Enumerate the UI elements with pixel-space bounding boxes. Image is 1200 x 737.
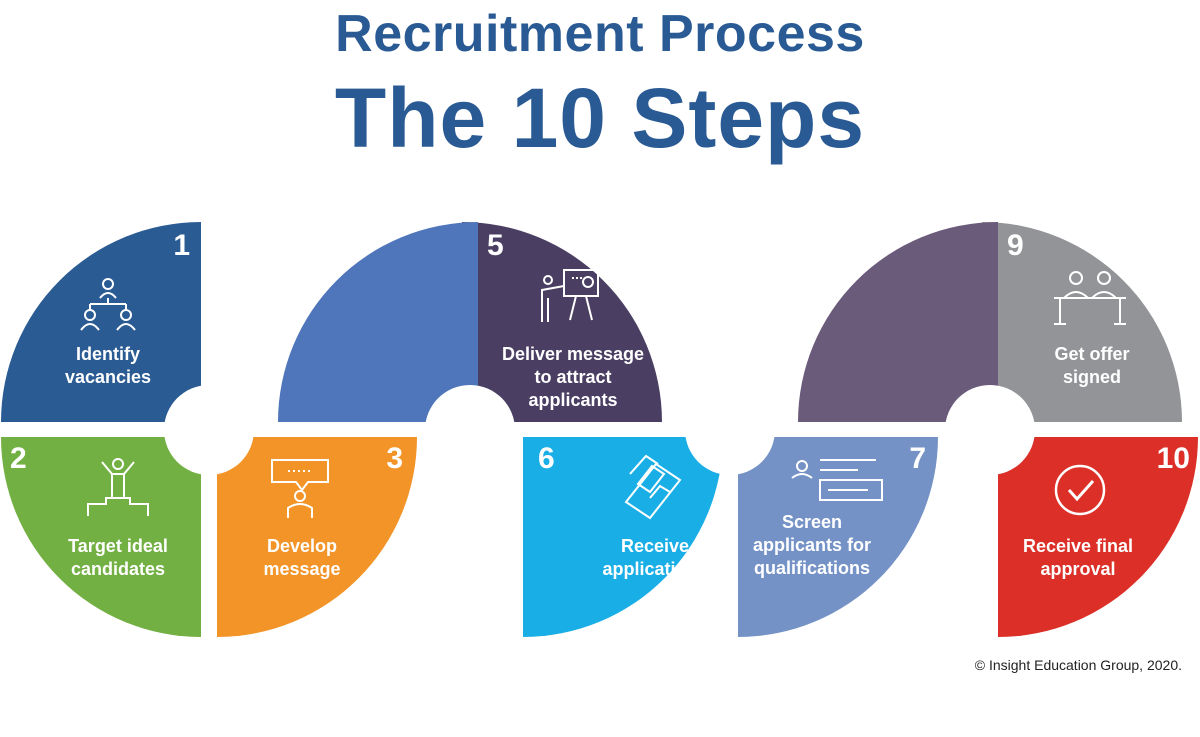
step-5-label-line: applicants xyxy=(528,390,617,410)
step-5-label-line: Deliver message xyxy=(502,344,644,364)
step-2-shape xyxy=(1,437,201,637)
step-9-number: 9 xyxy=(1007,229,1024,262)
laptop-documents-icon xyxy=(624,454,682,520)
step-1-label-line: Identify xyxy=(76,344,140,364)
step-10-shape xyxy=(998,437,1198,637)
title-line-1: Recruitment Process xyxy=(335,5,865,63)
step-10-label-line: approval xyxy=(1040,559,1115,579)
hub-cutout xyxy=(685,385,775,475)
speech-bubble-person-icon xyxy=(271,459,329,518)
step-2-label-line: candidates xyxy=(71,559,165,579)
step-7-number: 7 xyxy=(909,442,926,475)
step-3-number: 3 xyxy=(386,442,403,475)
step-1-shape xyxy=(1,222,201,422)
step-2-number: 2 xyxy=(10,442,27,475)
hub-cutout xyxy=(425,385,515,475)
step-1-label-line: vacancies xyxy=(65,367,151,387)
step-7-shape xyxy=(738,437,938,637)
step-5-shape xyxy=(278,222,478,422)
step-10-number: 10 xyxy=(1157,442,1190,475)
step-7-label-line: applicants for xyxy=(753,535,871,555)
step-5-label-line: to attract xyxy=(534,367,611,387)
step-6-label-line: applications xyxy=(602,559,707,579)
step-5-number: 5 xyxy=(487,229,504,262)
profile-form-icon xyxy=(791,459,883,501)
copyright-notice: © Insight Education Group, 2020. xyxy=(974,657,1182,673)
org-chart-icon xyxy=(80,278,136,331)
podium-person-icon xyxy=(87,458,149,516)
step-6-shape xyxy=(523,437,723,637)
step-8-shape xyxy=(982,222,1182,422)
step-9-label-line: Get offer xyxy=(1054,344,1129,364)
presenter-board-icon xyxy=(541,269,599,322)
step-9-label-line: signed xyxy=(1063,367,1121,387)
step-6-label-line: Receive xyxy=(621,536,689,556)
step-3-label-line: message xyxy=(263,559,340,579)
step-10-label-line: Receive final xyxy=(1023,536,1133,556)
step-9-shape xyxy=(798,222,998,422)
step-1-number: 1 xyxy=(173,229,190,262)
step-7-label-line: Screen xyxy=(782,512,842,532)
two-people-table-icon xyxy=(1054,271,1126,325)
step-2-label-line: Target ideal xyxy=(68,536,168,556)
hub-cutout xyxy=(945,385,1035,475)
check-circle-icon xyxy=(1054,464,1106,516)
step-7-label-line: qualifications xyxy=(754,558,870,578)
title-line-2: The 10 Steps xyxy=(334,71,866,165)
hub-cutout xyxy=(164,385,254,475)
step-3-shape xyxy=(217,437,417,637)
step-3-label-line: Develop xyxy=(267,536,337,556)
step-4-shape xyxy=(462,222,662,422)
step-6-number: 6 xyxy=(538,442,555,475)
